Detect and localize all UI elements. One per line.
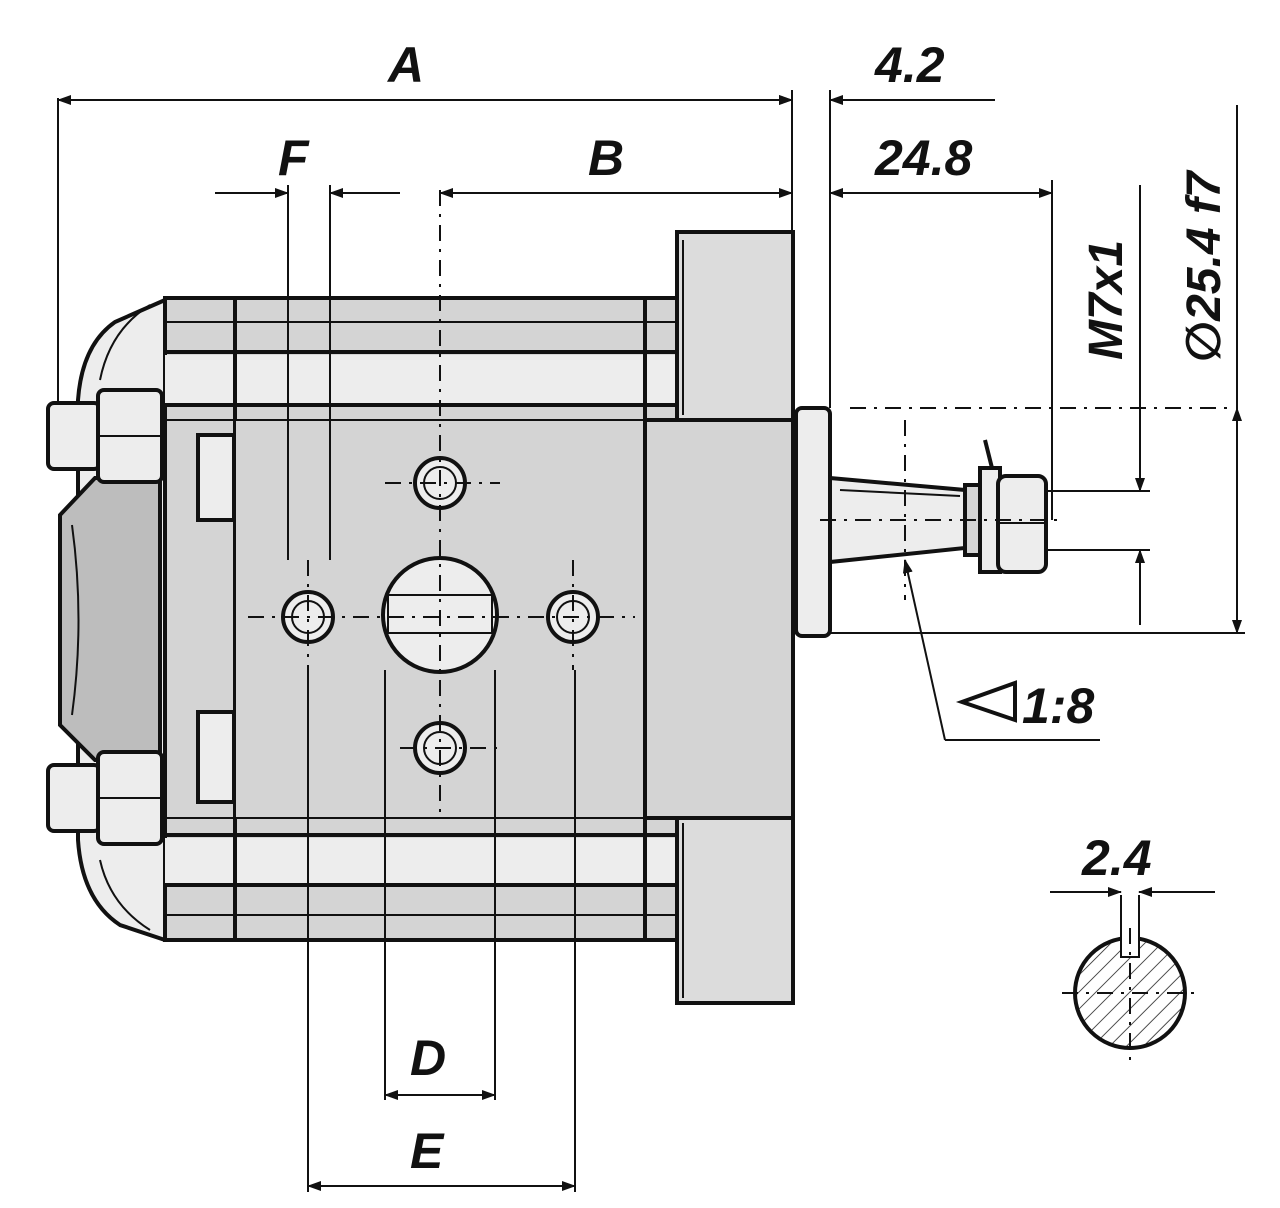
dimension-lines <box>57 90 1245 1192</box>
dim-label-4-2: 4.2 <box>874 37 945 93</box>
rear-bolt-top <box>46 388 164 484</box>
dim-label-D: D <box>410 1030 446 1086</box>
dim-label-24-8: 24.8 <box>874 130 973 186</box>
pilot-boss <box>796 408 830 636</box>
dim-label-thread: M7x1 <box>1080 240 1133 360</box>
dim-label-E: E <box>410 1123 445 1179</box>
shaft-key-section <box>1050 887 1215 1065</box>
drive-shaft <box>828 439 1048 574</box>
dim-label-key-width: 2.4 <box>1081 830 1152 886</box>
dim-label-A: A <box>386 37 424 93</box>
pump-body <box>46 190 1235 1005</box>
dim-label-taper: 1:8 <box>1022 678 1094 734</box>
dim-label-B: B <box>588 130 624 186</box>
dim-label-F: F <box>278 130 310 186</box>
taper-triangle-icon <box>955 680 1017 723</box>
cover-bulge <box>60 478 160 760</box>
mounting-flange <box>643 230 795 1005</box>
dim-label-shaft-diameter: ∅25.4 f7 <box>1178 169 1231 362</box>
rear-bolt-bottom <box>46 750 164 846</box>
